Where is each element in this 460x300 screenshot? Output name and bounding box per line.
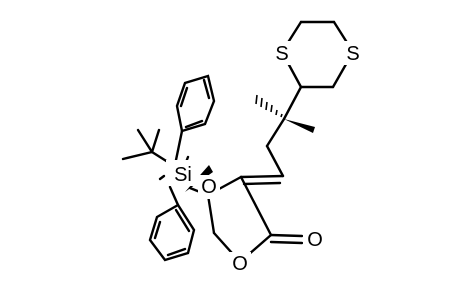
sulfur-atom-right: S [346, 43, 359, 65]
carbonyl-bond [269, 233, 304, 238]
aromatic-bond [184, 119, 204, 129]
hashed-bond [255, 94, 283, 118]
quaternary-carbon-group [255, 85, 315, 178]
carbonyl-bond [269, 240, 304, 245]
bond [174, 129, 184, 162]
bond [282, 85, 303, 121]
ring-outline [175, 74, 216, 133]
oxygen-atom-silyl-ether: O [201, 176, 217, 198]
bond [206, 193, 216, 235]
aromatic-bond [153, 220, 162, 240]
bond [158, 174, 166, 181]
label-mask [342, 41, 364, 65]
phenyl-ring-upper [175, 74, 216, 133]
silicon-atom: Si [174, 164, 192, 186]
oxygen-atom-ring: O [232, 253, 248, 275]
ring-outline [148, 203, 196, 262]
bond [265, 144, 285, 178]
aromatic-bond [179, 86, 189, 108]
sulfur-atom-left: S [275, 43, 288, 65]
aromatic-bond [166, 247, 187, 257]
label-mask [271, 41, 293, 65]
aromatic-bond [174, 208, 191, 233]
exocyclic-double-bond [239, 174, 285, 186]
label-mask [229, 252, 251, 276]
wedge-bond [284, 119, 315, 133]
bond [265, 117, 286, 148]
bond [136, 128, 154, 154]
aromatic-bond [202, 78, 211, 100]
bond [150, 128, 161, 154]
bond [242, 181, 282, 186]
bond [239, 175, 273, 237]
bond [168, 185, 180, 207]
label-mask [166, 160, 200, 186]
phenyl-ring-lower [148, 203, 196, 262]
label-mask [198, 175, 220, 199]
lactone-ring [206, 175, 304, 264]
label-mask [303, 228, 327, 252]
bond [121, 150, 154, 161]
oxygen-atom-carbonyl: O [307, 229, 323, 251]
bond [239, 174, 285, 179]
